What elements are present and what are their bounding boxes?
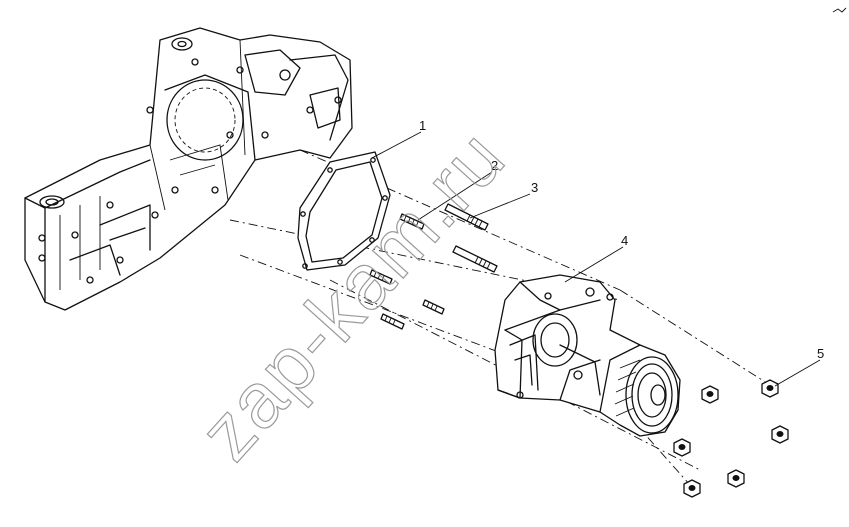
nut-b — [701, 385, 719, 404]
long-stud-upper — [444, 203, 489, 231]
short-stud-lower-left — [380, 313, 405, 330]
leader-lines — [371, 131, 821, 387]
nut-c — [771, 425, 789, 444]
nut-e — [727, 469, 745, 488]
short-stud-upper — [399, 213, 425, 230]
callout-2: 2 — [491, 158, 498, 173]
long-stud-middle — [452, 245, 498, 273]
nut-f — [683, 479, 701, 498]
engine-front-cover — [24, 27, 353, 311]
callout-5: 5 — [817, 346, 824, 361]
short-stud-lower-right — [422, 299, 445, 315]
water-pump — [494, 274, 681, 437]
callout-3: 3 — [531, 180, 538, 195]
nut-a — [761, 379, 779, 398]
callout-4: 4 — [621, 233, 628, 248]
corner-mark — [832, 7, 847, 13]
short-stud-middle — [369, 269, 393, 285]
gasket — [297, 151, 391, 271]
nut-d — [673, 438, 691, 457]
callout-1: 1 — [419, 118, 426, 133]
